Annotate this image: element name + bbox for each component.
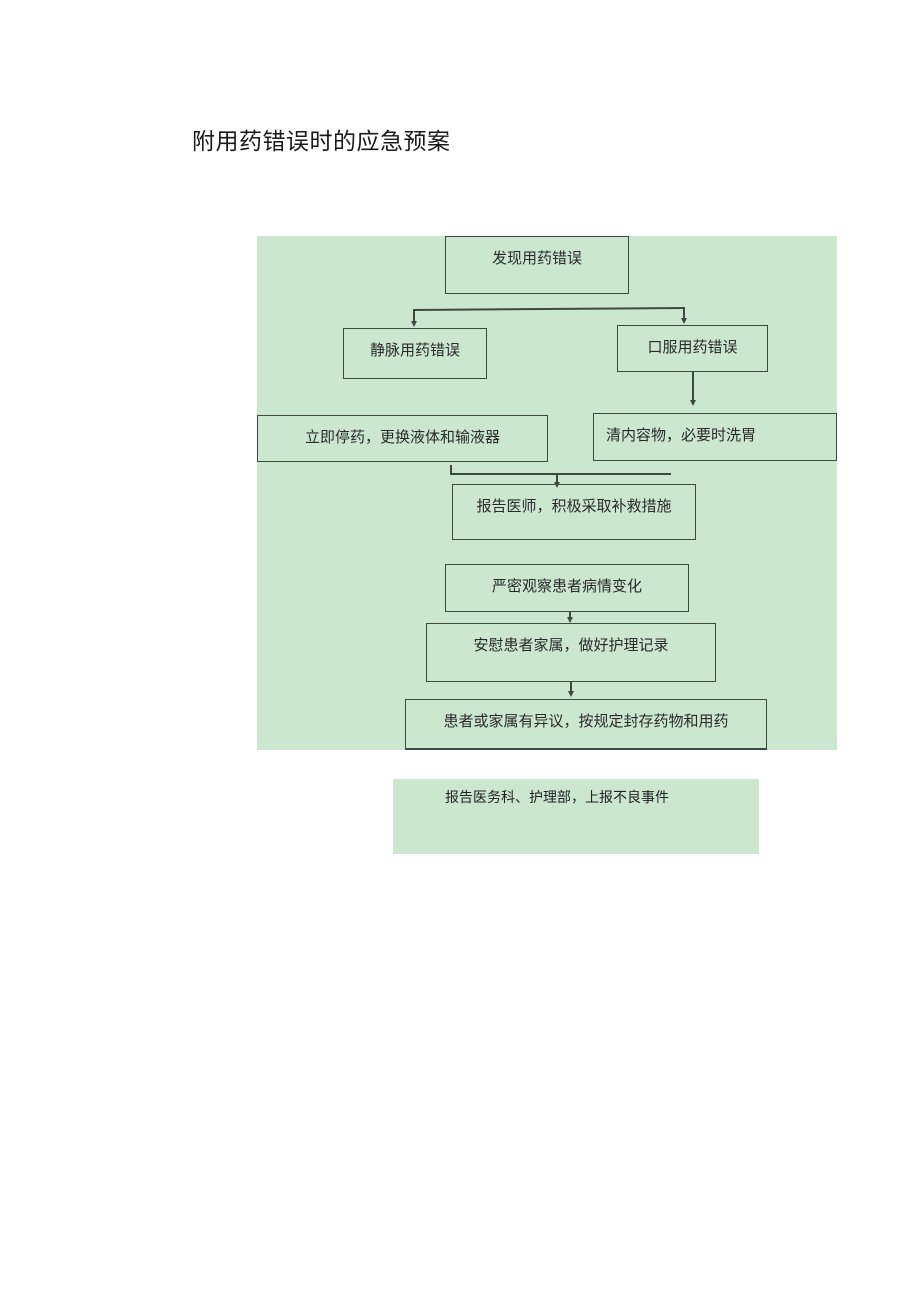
flow-node-report-doctor: 报告医师，积极采取补救措施: [452, 484, 696, 540]
flow-node-seal: 患者或家属有异议，按规定封存药物和用药: [405, 699, 767, 750]
merge-connector: [450, 473, 671, 475]
flow-node-observe: 严密观察患者病情变化: [445, 564, 689, 612]
flowchart-panel: 发现用药错误 静脉用药错误 口服用药错误 立即停药，更换液体和输液器 清内容物，…: [257, 236, 837, 750]
report-note-text: 报告医务科、护理部，上报不良事件: [445, 790, 669, 806]
connector-oral: [692, 372, 694, 400]
flow-node-iv-action: 立即停药，更换液体和输液器: [257, 415, 548, 462]
connector-right-drop: [683, 307, 685, 319]
arrow-down-icon: [567, 617, 573, 623]
flow-node-iv-error: 静脉用药错误: [343, 328, 487, 379]
arrow-down-icon: [554, 482, 560, 488]
flow-node-discover: 发现用药错误: [445, 236, 629, 294]
arrow-down-icon: [690, 400, 696, 406]
seal-bottom-border: [405, 748, 767, 750]
page-title: 附用药错误时的应急预案: [192, 129, 451, 155]
connector-merge-drop: [556, 474, 558, 482]
split-connector: [412, 307, 685, 311]
connector-left-drop: [413, 309, 415, 321]
flow-node-oral-error: 口服用药错误: [617, 325, 768, 372]
connector-merge-tick: [450, 465, 452, 475]
arrow-down-icon: [411, 321, 417, 327]
report-note: 报告医务科、护理部，上报不良事件: [393, 779, 759, 854]
connector-observe: [569, 612, 571, 619]
flow-node-comfort: 安慰患者家属，做好护理记录: [426, 623, 716, 682]
connector-comfort: [570, 682, 572, 691]
arrow-down-icon: [681, 318, 687, 324]
arrow-down-icon: [568, 691, 574, 697]
flow-node-oral-action: 清内容物，必要时洗胃: [593, 413, 837, 461]
